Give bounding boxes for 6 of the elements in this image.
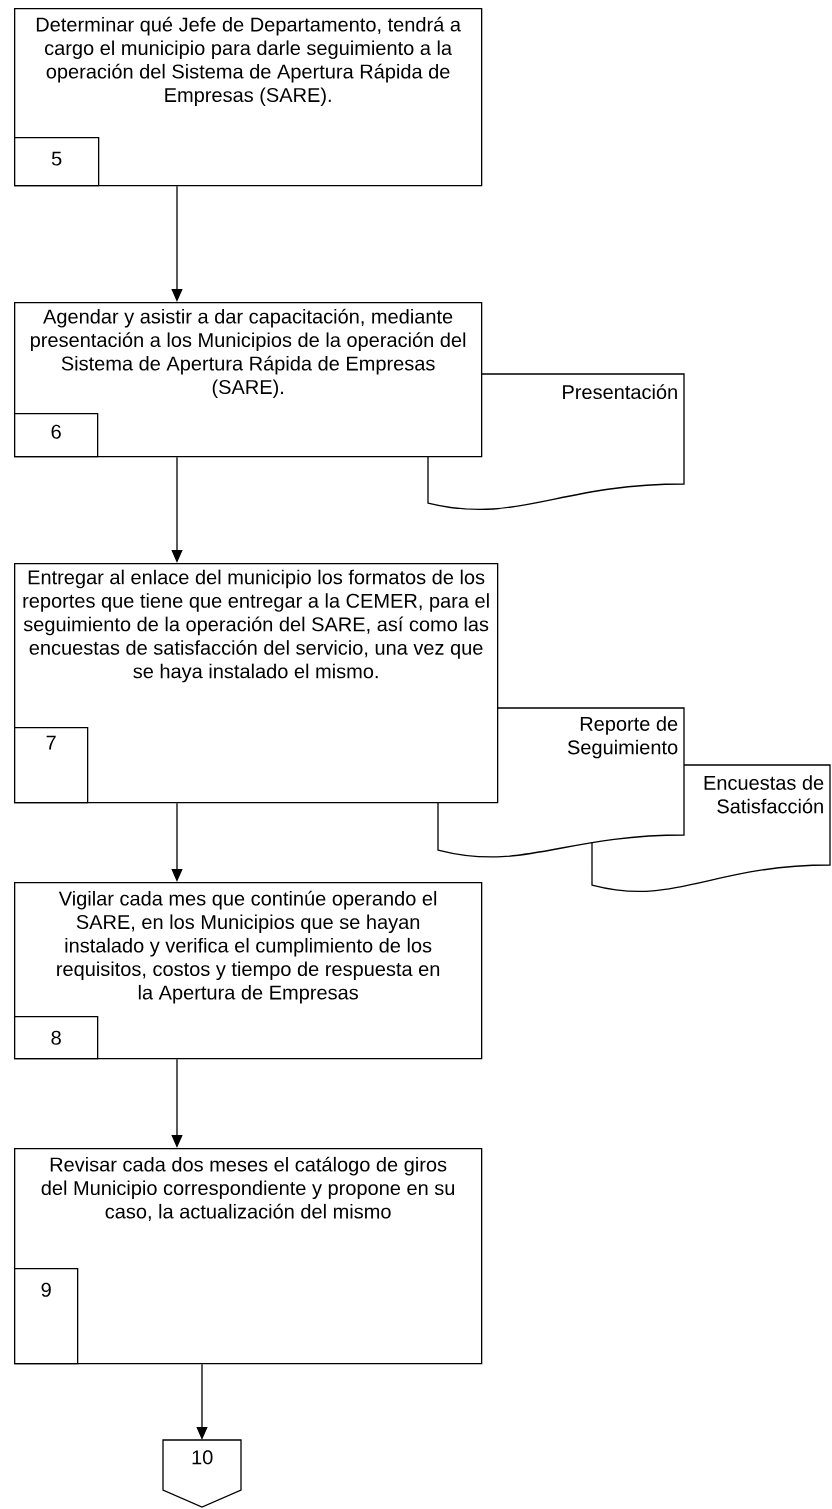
step-number-box: 6 <box>14 413 99 458</box>
step-number-box: 7 <box>14 727 89 804</box>
step-number-box: 5 <box>14 137 100 187</box>
step-number-box: 8 <box>14 1016 99 1060</box>
step-number-box: 9 <box>14 1268 79 1365</box>
off-page-connector: 10 <box>162 1439 242 1508</box>
